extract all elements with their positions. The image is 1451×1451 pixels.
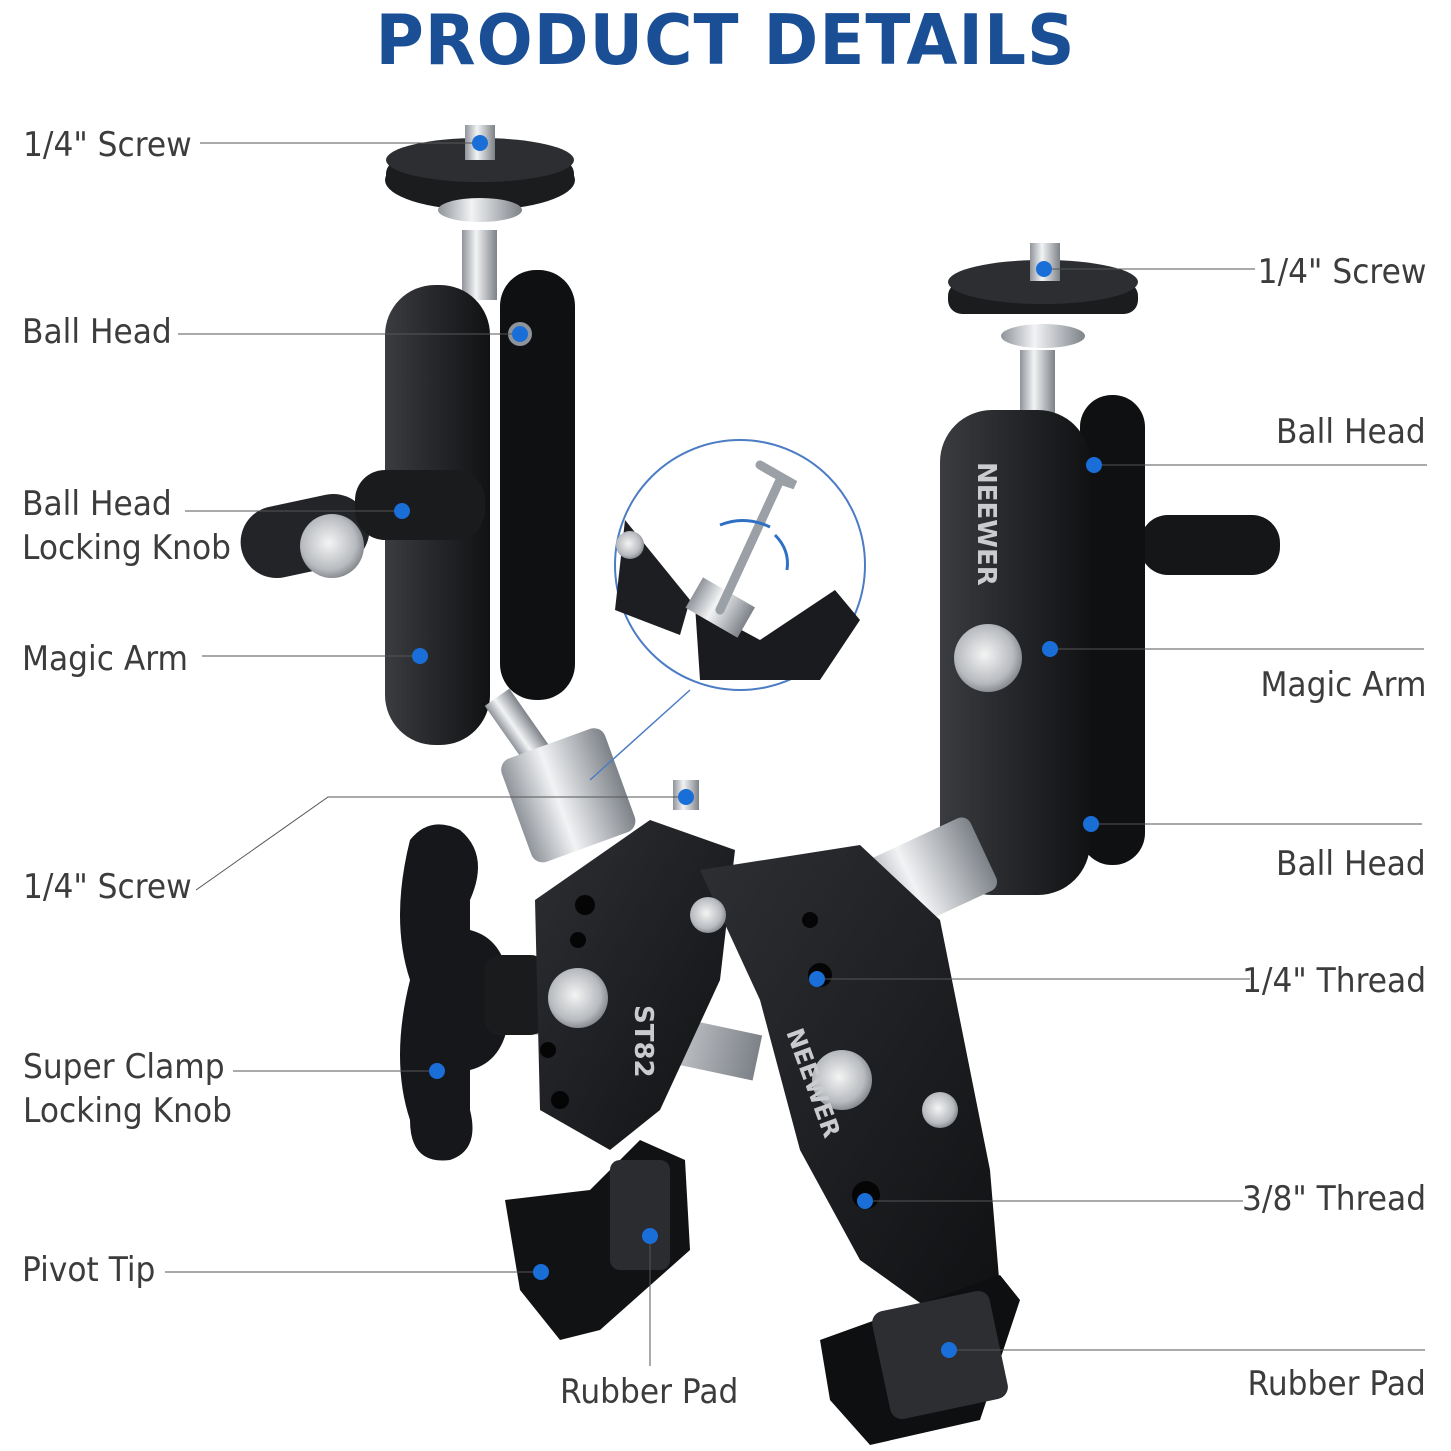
callout-dot bbox=[1042, 641, 1058, 657]
label-right-ball-head-top: Ball Head bbox=[1276, 412, 1426, 452]
callout-dot bbox=[941, 1342, 957, 1358]
label-line: Ball Head bbox=[22, 484, 172, 524]
callout-dot bbox=[472, 135, 488, 151]
label-thread-three-eighths: 3/8" Thread bbox=[1241, 1179, 1426, 1219]
label-thread-quarter: 1/4" Thread bbox=[1241, 961, 1426, 1001]
label-left-screw-top: 1/4" Screw bbox=[23, 125, 192, 165]
label-super-clamp-locking-knob: Super Clamp Locking Knob bbox=[23, 1045, 232, 1133]
label-left-magic-arm: Magic Arm bbox=[22, 639, 189, 679]
right-arm-brand: NEEWER bbox=[971, 462, 1001, 586]
right-magic-arm: NEEWER bbox=[852, 243, 1280, 939]
callout-dot bbox=[412, 648, 428, 664]
label-left-screw-mid: 1/4" Screw bbox=[23, 867, 192, 907]
callout-dots bbox=[394, 135, 1102, 1358]
callout-dot bbox=[678, 789, 694, 805]
callout-dot bbox=[1083, 816, 1099, 832]
callout-dot bbox=[394, 503, 410, 519]
label-line: Locking Knob bbox=[22, 528, 231, 568]
callout-dot bbox=[512, 326, 528, 342]
callout-dot bbox=[1036, 261, 1052, 277]
clamp-model: ST82 bbox=[628, 1005, 658, 1078]
label-line: Super Clamp bbox=[23, 1047, 225, 1087]
label-pivot-tip: Pivot Tip bbox=[22, 1250, 156, 1290]
hex-key-detail-inset bbox=[589, 439, 866, 781]
page-title: PRODUCT DETAILS bbox=[375, 0, 1076, 81]
leader-lines bbox=[165, 142, 1427, 1366]
callout-dot bbox=[533, 1264, 549, 1280]
callout-dot bbox=[642, 1228, 658, 1244]
super-clamp: ST82 NEEWER bbox=[400, 820, 1020, 1445]
callout-dot bbox=[429, 1063, 445, 1079]
label-left-ball-head: Ball Head bbox=[22, 312, 172, 352]
label-left-ball-head-locking-knob: Ball Head Locking Knob bbox=[22, 482, 231, 570]
callout-dot bbox=[857, 1193, 873, 1209]
label-right-ball-head-bottom: Ball Head bbox=[1276, 844, 1426, 884]
label-right-screw-top: 1/4" Screw bbox=[1257, 252, 1426, 292]
callout-dot bbox=[809, 971, 825, 987]
left-magic-arm bbox=[240, 125, 575, 772]
label-rubber-pad-right: Rubber Pad bbox=[1247, 1364, 1426, 1404]
label-right-magic-arm: Magic Arm bbox=[1259, 665, 1426, 705]
label-rubber-pad-bottom: Rubber Pad bbox=[560, 1372, 739, 1412]
label-line: Locking Knob bbox=[23, 1091, 232, 1131]
callout-dot bbox=[1086, 457, 1102, 473]
